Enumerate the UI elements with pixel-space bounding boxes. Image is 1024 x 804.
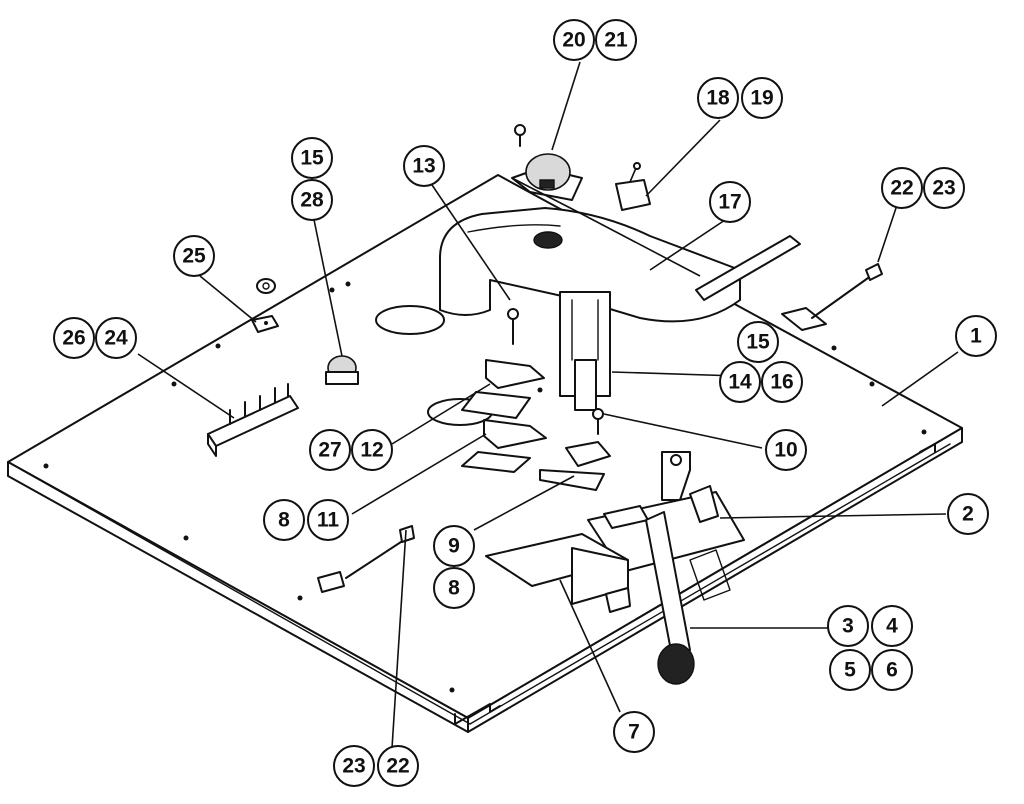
svg-text:12: 12 <box>360 439 383 462</box>
svg-text:27: 27 <box>318 439 341 462</box>
callout-8-lower: 8 <box>433 567 475 609</box>
callout-10: 10 <box>765 429 807 471</box>
nut-part <box>256 278 276 294</box>
svg-text:15: 15 <box>746 331 770 354</box>
screw-part-13 <box>507 308 519 345</box>
callout-13: 13 <box>403 145 445 187</box>
switch-part-18-19 <box>615 162 651 211</box>
svg-text:1: 1 <box>970 325 982 348</box>
svg-text:20: 20 <box>562 29 585 52</box>
callout-7: 7 <box>613 711 655 753</box>
callout-1: 1 <box>955 315 997 357</box>
svg-text:17: 17 <box>718 191 741 214</box>
svg-text:26: 26 <box>62 327 85 350</box>
screw-part-10 <box>592 408 604 435</box>
callout-15-lower: 15 <box>737 321 779 363</box>
callout-24: 24 <box>95 317 137 359</box>
svg-text:21: 21 <box>604 29 628 52</box>
callout-8-left: 8 <box>263 499 305 541</box>
callout-26: 26 <box>53 317 95 359</box>
svg-text:23: 23 <box>932 177 955 200</box>
wire-terminal-22-23-left <box>317 525 415 593</box>
callout-3: 3 <box>827 605 869 647</box>
relay-part-15-28 <box>325 355 359 385</box>
callout-18: 18 <box>697 77 739 119</box>
svg-text:9: 9 <box>448 535 460 558</box>
svg-text:16: 16 <box>770 371 793 394</box>
switch-part-9-8 <box>539 441 611 491</box>
svg-text:18: 18 <box>706 87 730 110</box>
terminal-block-24-26 <box>207 383 299 457</box>
callout-12: 12 <box>351 429 393 471</box>
svg-text:24: 24 <box>104 327 128 350</box>
svg-text:19: 19 <box>750 87 773 110</box>
callout-22-lower: 22 <box>377 745 419 787</box>
limit-switch-12-27 <box>461 359 545 419</box>
callout-9: 9 <box>433 525 475 567</box>
callout-11: 11 <box>307 499 349 541</box>
limit-switch-8-11 <box>461 419 547 473</box>
bracket-part-7 <box>485 533 631 613</box>
callout-2: 2 <box>947 493 989 535</box>
svg-text:5: 5 <box>844 659 856 682</box>
svg-text:8: 8 <box>278 509 290 532</box>
callout-27: 27 <box>309 429 351 471</box>
svg-text:11: 11 <box>317 509 340 532</box>
svg-text:25: 25 <box>182 245 206 268</box>
callout-15-upper: 15 <box>291 137 333 179</box>
handle-part-3-6 <box>645 511 695 685</box>
svg-text:13: 13 <box>412 155 435 178</box>
svg-text:14: 14 <box>728 371 752 394</box>
svg-text:15: 15 <box>300 147 324 170</box>
svg-text:7: 7 <box>628 721 640 744</box>
svg-text:22: 22 <box>890 177 913 200</box>
svg-text:22: 22 <box>386 755 409 778</box>
duct-assembly <box>375 207 801 426</box>
svg-text:28: 28 <box>300 189 324 212</box>
callout-5: 5 <box>829 649 871 691</box>
svg-text:2: 2 <box>962 503 974 526</box>
thermostat-part-20-21 <box>511 124 583 201</box>
svg-text:6: 6 <box>886 659 898 682</box>
callout-16: 16 <box>761 361 803 403</box>
svg-text:3: 3 <box>842 615 854 638</box>
svg-text:8: 8 <box>448 577 460 600</box>
callout-4: 4 <box>871 605 913 647</box>
leader-lines <box>137 61 959 749</box>
callout-25: 25 <box>173 235 215 277</box>
svg-text:10: 10 <box>774 439 797 462</box>
callout-6: 6 <box>871 649 913 691</box>
wire-terminal-22-23-right <box>781 263 883 331</box>
callout-23-upper: 23 <box>923 167 965 209</box>
callout-19: 19 <box>741 77 783 119</box>
callout-22-upper: 22 <box>881 167 923 209</box>
callout-21: 21 <box>595 19 637 61</box>
callout-17: 17 <box>709 181 751 223</box>
clip-part-25 <box>251 315 279 333</box>
svg-text:23: 23 <box>342 755 365 778</box>
callout-23-lower: 23 <box>333 745 375 787</box>
callout-28: 28 <box>291 179 333 221</box>
callout-20: 20 <box>553 19 595 61</box>
svg-text:4: 4 <box>886 615 898 638</box>
callout-14: 14 <box>719 361 761 403</box>
